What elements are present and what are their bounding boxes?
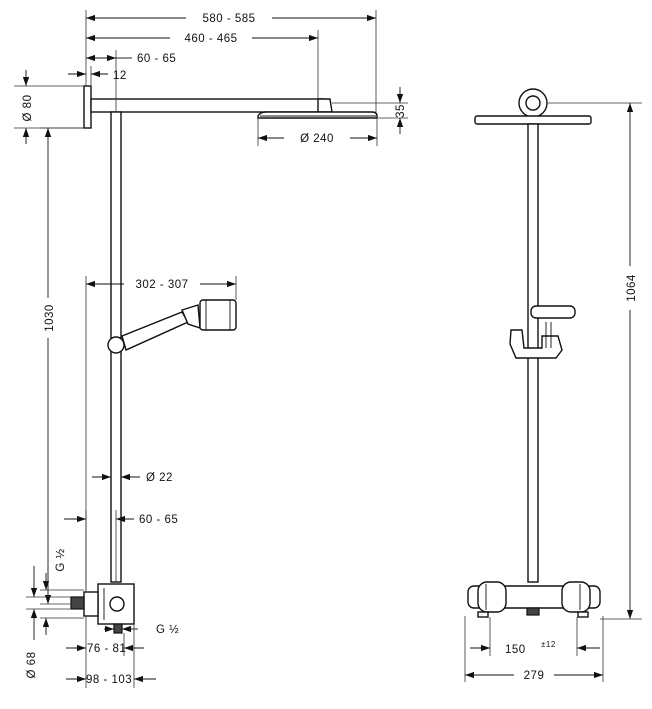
holder-front <box>509 329 563 359</box>
dim-wall-offset-bottom: 60 - 65 <box>139 514 178 526</box>
dim-inlet-thread-left: G ½ <box>55 548 67 571</box>
dim-front-width: 279 <box>524 670 545 682</box>
dim-hand-shower-reach: 302 - 307 <box>135 279 188 291</box>
soap-shelf <box>530 305 576 319</box>
dim-wall-plate: 12 <box>113 70 127 82</box>
inlet-connector <box>70 596 85 610</box>
dim-front-centres: 150 <box>505 644 526 656</box>
front-view <box>467 88 601 618</box>
temperature-knob <box>477 581 507 613</box>
flow-knob <box>561 581 591 613</box>
dim-arm-length: 460 - 465 <box>184 33 237 45</box>
dim-valve-depth-outer: 98 - 103 <box>86 674 132 686</box>
hand-shower <box>121 311 190 351</box>
dim-inlet-thread-bottom: G ½ <box>156 624 179 636</box>
dim-overhead-height: 35 <box>395 104 407 118</box>
dim-wall-plate-diameter: Ø 80 <box>22 95 34 122</box>
side-view <box>70 85 378 634</box>
dim-overhead-diameter: Ø 240 <box>300 133 334 145</box>
side-dimensions: 580 - 585 460 - 465 60 - 65 12 Ø 80 35 <box>14 10 408 688</box>
dim-connector-diameter: Ø 68 <box>26 652 38 679</box>
wall-plate-top <box>83 85 92 129</box>
dim-riser-diameter: Ø 22 <box>146 472 173 484</box>
overhead-joint <box>317 98 333 113</box>
dim-valve-depth-inner: 76 - 81 <box>87 643 126 655</box>
shower-arm <box>90 98 324 113</box>
front-dimensions: 1064 150 ±12 279 <box>464 102 642 682</box>
holder-knob <box>107 336 125 354</box>
dim-front-centres-tolerance: ±12 <box>541 640 556 649</box>
overhead-shower <box>257 111 378 119</box>
overhead-shower-front <box>474 115 592 125</box>
dim-overall-arm: 580 - 585 <box>202 13 255 25</box>
hand-shower-head <box>199 299 237 331</box>
dim-riser-height: 1030 <box>44 304 56 332</box>
outlet-front <box>526 607 540 616</box>
dim-wall-offset-top: 60 - 65 <box>137 53 176 65</box>
dim-front-total-height: 1064 <box>626 274 638 302</box>
wall-plate-bottom <box>83 591 99 617</box>
